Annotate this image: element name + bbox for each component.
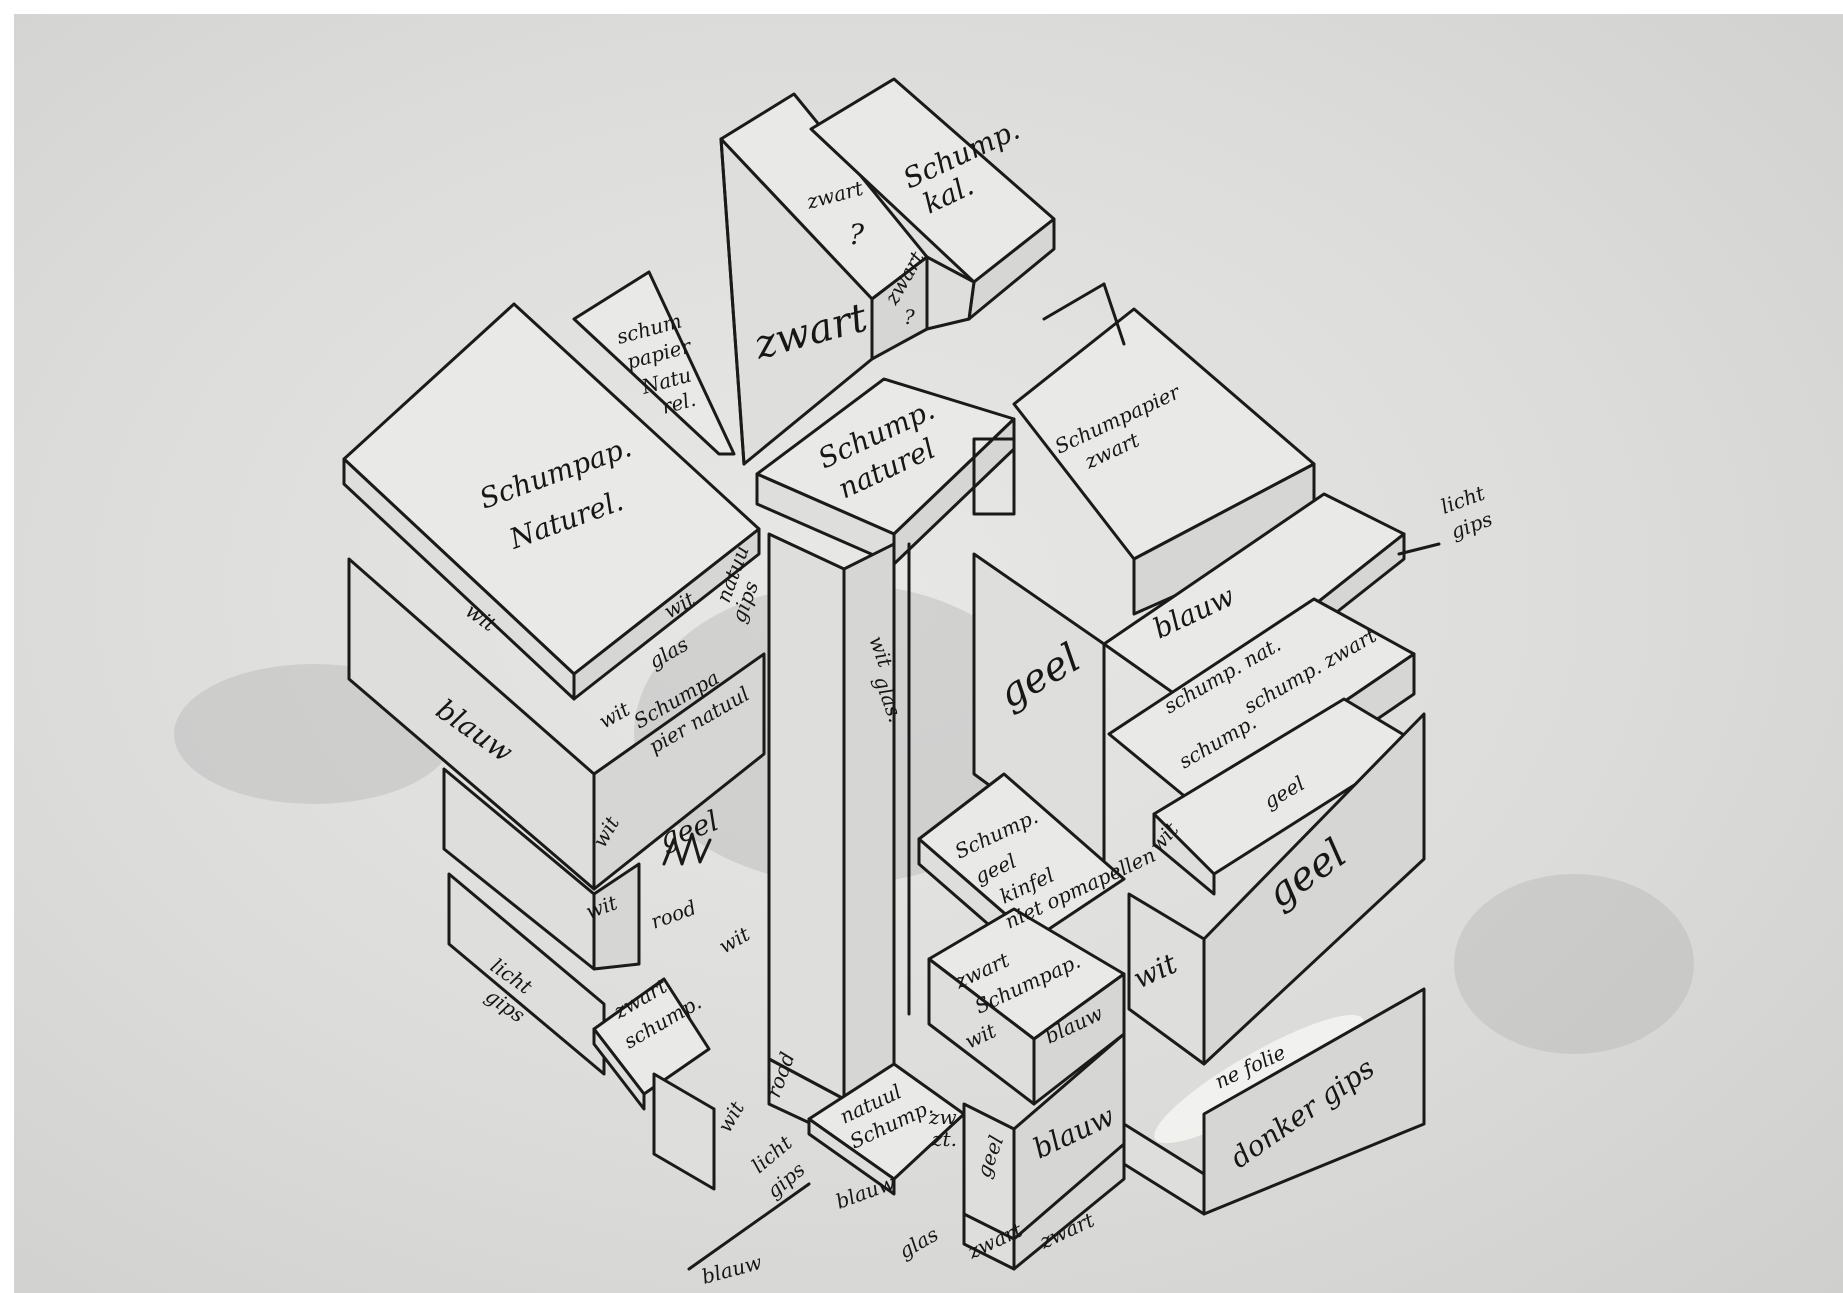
block-schump-kal xyxy=(809,77,1056,331)
block-schumpapier-zwart-right xyxy=(1012,282,1316,616)
paper-smudge xyxy=(1454,874,1694,1054)
block-donker-gips-right xyxy=(1122,987,1426,1216)
photo-paper: Schumpap. Naturel. schum papier Natu rel… xyxy=(14,14,1843,1293)
block-schumpap-naturel-left xyxy=(342,302,761,701)
label-question-small: ? xyxy=(904,305,915,329)
isometric-sketch: Schumpap. Naturel. schum papier Natu rel… xyxy=(174,77,1694,1289)
block-schump-naturel-mid xyxy=(755,377,1016,566)
block-zwart-tall xyxy=(719,92,929,466)
column-wit-glas xyxy=(767,532,911,1101)
label-wit-left-col: wit xyxy=(715,921,755,958)
label-wit-small-2: wit xyxy=(595,696,635,733)
label-glas-bottom: glas xyxy=(895,1222,943,1263)
block-wit-left-lower xyxy=(442,767,641,971)
block-blauw-left xyxy=(347,557,766,891)
label-blauw-tiny: blauw xyxy=(833,1170,899,1213)
leader-line xyxy=(687,1182,811,1271)
squiggle-mark xyxy=(662,832,712,866)
label-wit-bottom-left: wit xyxy=(713,1096,750,1136)
leader-line xyxy=(1397,542,1441,556)
block-zwart-schumpap-center xyxy=(927,907,1126,1106)
block-geel-big-right xyxy=(1127,712,1426,1066)
block-schum-papier xyxy=(572,270,736,456)
label-zw: zw xyxy=(928,1105,957,1129)
label-zt: zt. xyxy=(931,1127,957,1151)
block-blauw-bottom xyxy=(962,1032,1126,1271)
label-question: ? xyxy=(849,218,865,251)
block-licht-gips-left xyxy=(447,872,711,1111)
label-rood-left: rood xyxy=(648,895,700,933)
